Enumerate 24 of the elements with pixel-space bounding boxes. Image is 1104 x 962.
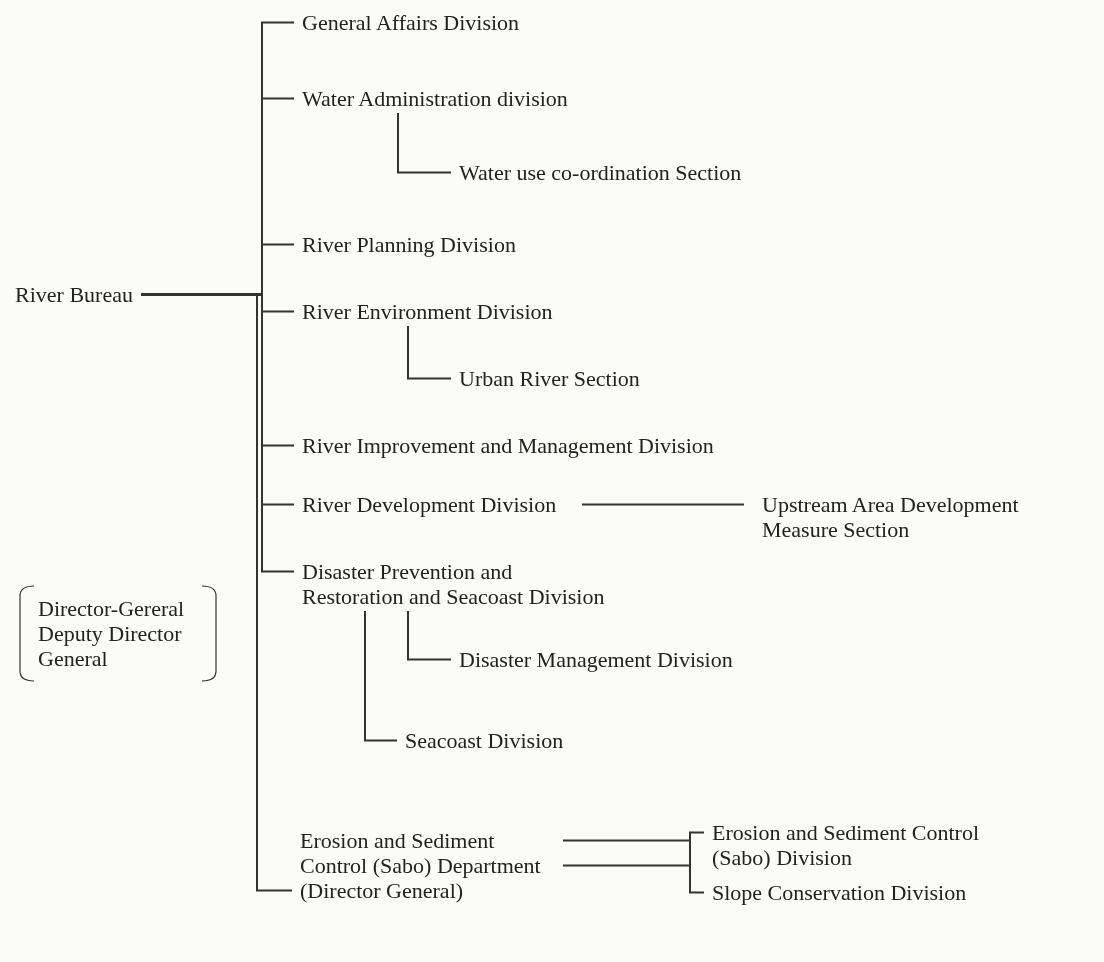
org-unit-label: Erosion and Sediment Control (Sabo) Department (Director General) (300, 828, 555, 903)
org-unit-label: River Development Division (302, 492, 557, 517)
connector-line (562, 839, 705, 894)
connector-line (407, 325, 452, 380)
org-unit-label: Slope Conservation Division (712, 880, 967, 905)
org-unit-label: Urban River Section (459, 366, 640, 391)
org-unit-label: River Planning Division (302, 232, 516, 257)
org-unit-label: Erosion and Sediment Control (Sabo) Division (712, 820, 1012, 870)
connector-line (397, 112, 452, 174)
org-unit-label: River Improvement and Management Division (302, 433, 714, 458)
org-unit-label: Water use co-ordination Section (459, 160, 742, 185)
connector-line (562, 831, 705, 867)
org-unit-label: Seacoast Division (405, 728, 564, 753)
org-unit-label: River Environment Division (302, 299, 553, 324)
org-unit-label: Water Administration division (302, 86, 568, 111)
org-unit-label: Disaster Prevention and Restoration and Seacoast Division (302, 559, 612, 609)
connector-line (364, 610, 398, 742)
org-unit-label: General Affairs Division (302, 10, 520, 35)
org-unit-label: Upstream Area Development Measure Section (762, 492, 1052, 542)
org-unit-label: River Bureau (15, 282, 133, 307)
connector-line (407, 610, 452, 661)
bracketed-label: Director-Gereral Deputy Director General (18, 584, 218, 683)
connector-line (581, 503, 745, 506)
org-unit-label: Disaster Management Division (459, 647, 733, 672)
